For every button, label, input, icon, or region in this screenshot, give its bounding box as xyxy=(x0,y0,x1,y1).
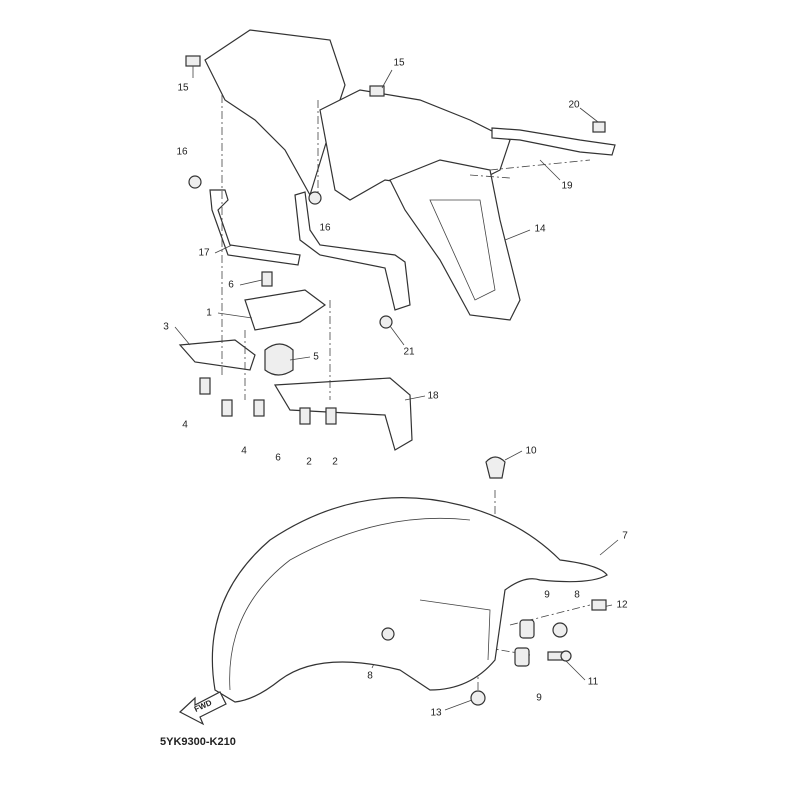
callout-9: 9 xyxy=(544,589,550,601)
plate-18 xyxy=(273,377,413,451)
callout-21: 21 xyxy=(403,346,415,358)
callout-18: 18 xyxy=(427,390,439,402)
callout-11: 11 xyxy=(587,676,599,688)
callout-17: 17 xyxy=(198,247,210,259)
callout-20: 20 xyxy=(568,99,580,111)
callout-6: 6 xyxy=(275,452,281,464)
plate-bracket xyxy=(491,127,616,156)
clip-10 xyxy=(485,456,506,479)
callout-8: 8 xyxy=(367,670,373,682)
plate-3 xyxy=(178,339,256,371)
callout-7: 7 xyxy=(622,530,628,542)
license-bracket xyxy=(389,159,521,321)
damper-5 xyxy=(264,343,294,376)
callout-4: 4 xyxy=(241,445,247,457)
callout-15: 15 xyxy=(177,82,189,94)
stay-bracket xyxy=(209,189,301,266)
callout-2: 2 xyxy=(332,456,338,468)
callout-9: 9 xyxy=(536,692,542,704)
callout-6: 6 xyxy=(228,279,234,291)
callout-3: 3 xyxy=(163,321,169,333)
callout-15: 15 xyxy=(393,57,405,69)
callout-13: 13 xyxy=(430,707,442,719)
callout-16: 16 xyxy=(319,222,331,234)
callout-1: 1 xyxy=(206,307,212,319)
callout-5: 5 xyxy=(313,351,319,363)
fwd-arrow-icon xyxy=(178,691,227,726)
diagram-code: 5YK9300-K210 xyxy=(160,736,236,748)
plate-1 xyxy=(244,289,327,331)
callout-19: 19 xyxy=(561,180,573,192)
callout-14: 14 xyxy=(534,223,546,235)
callout-8: 8 xyxy=(574,589,580,601)
rear-cowl xyxy=(204,29,346,197)
callout-16: 16 xyxy=(176,146,188,158)
callout-2: 2 xyxy=(306,456,312,468)
bolts xyxy=(185,55,606,425)
callout-12: 12 xyxy=(616,599,628,611)
callout-10: 10 xyxy=(525,445,537,457)
callout-4: 4 xyxy=(182,419,188,431)
